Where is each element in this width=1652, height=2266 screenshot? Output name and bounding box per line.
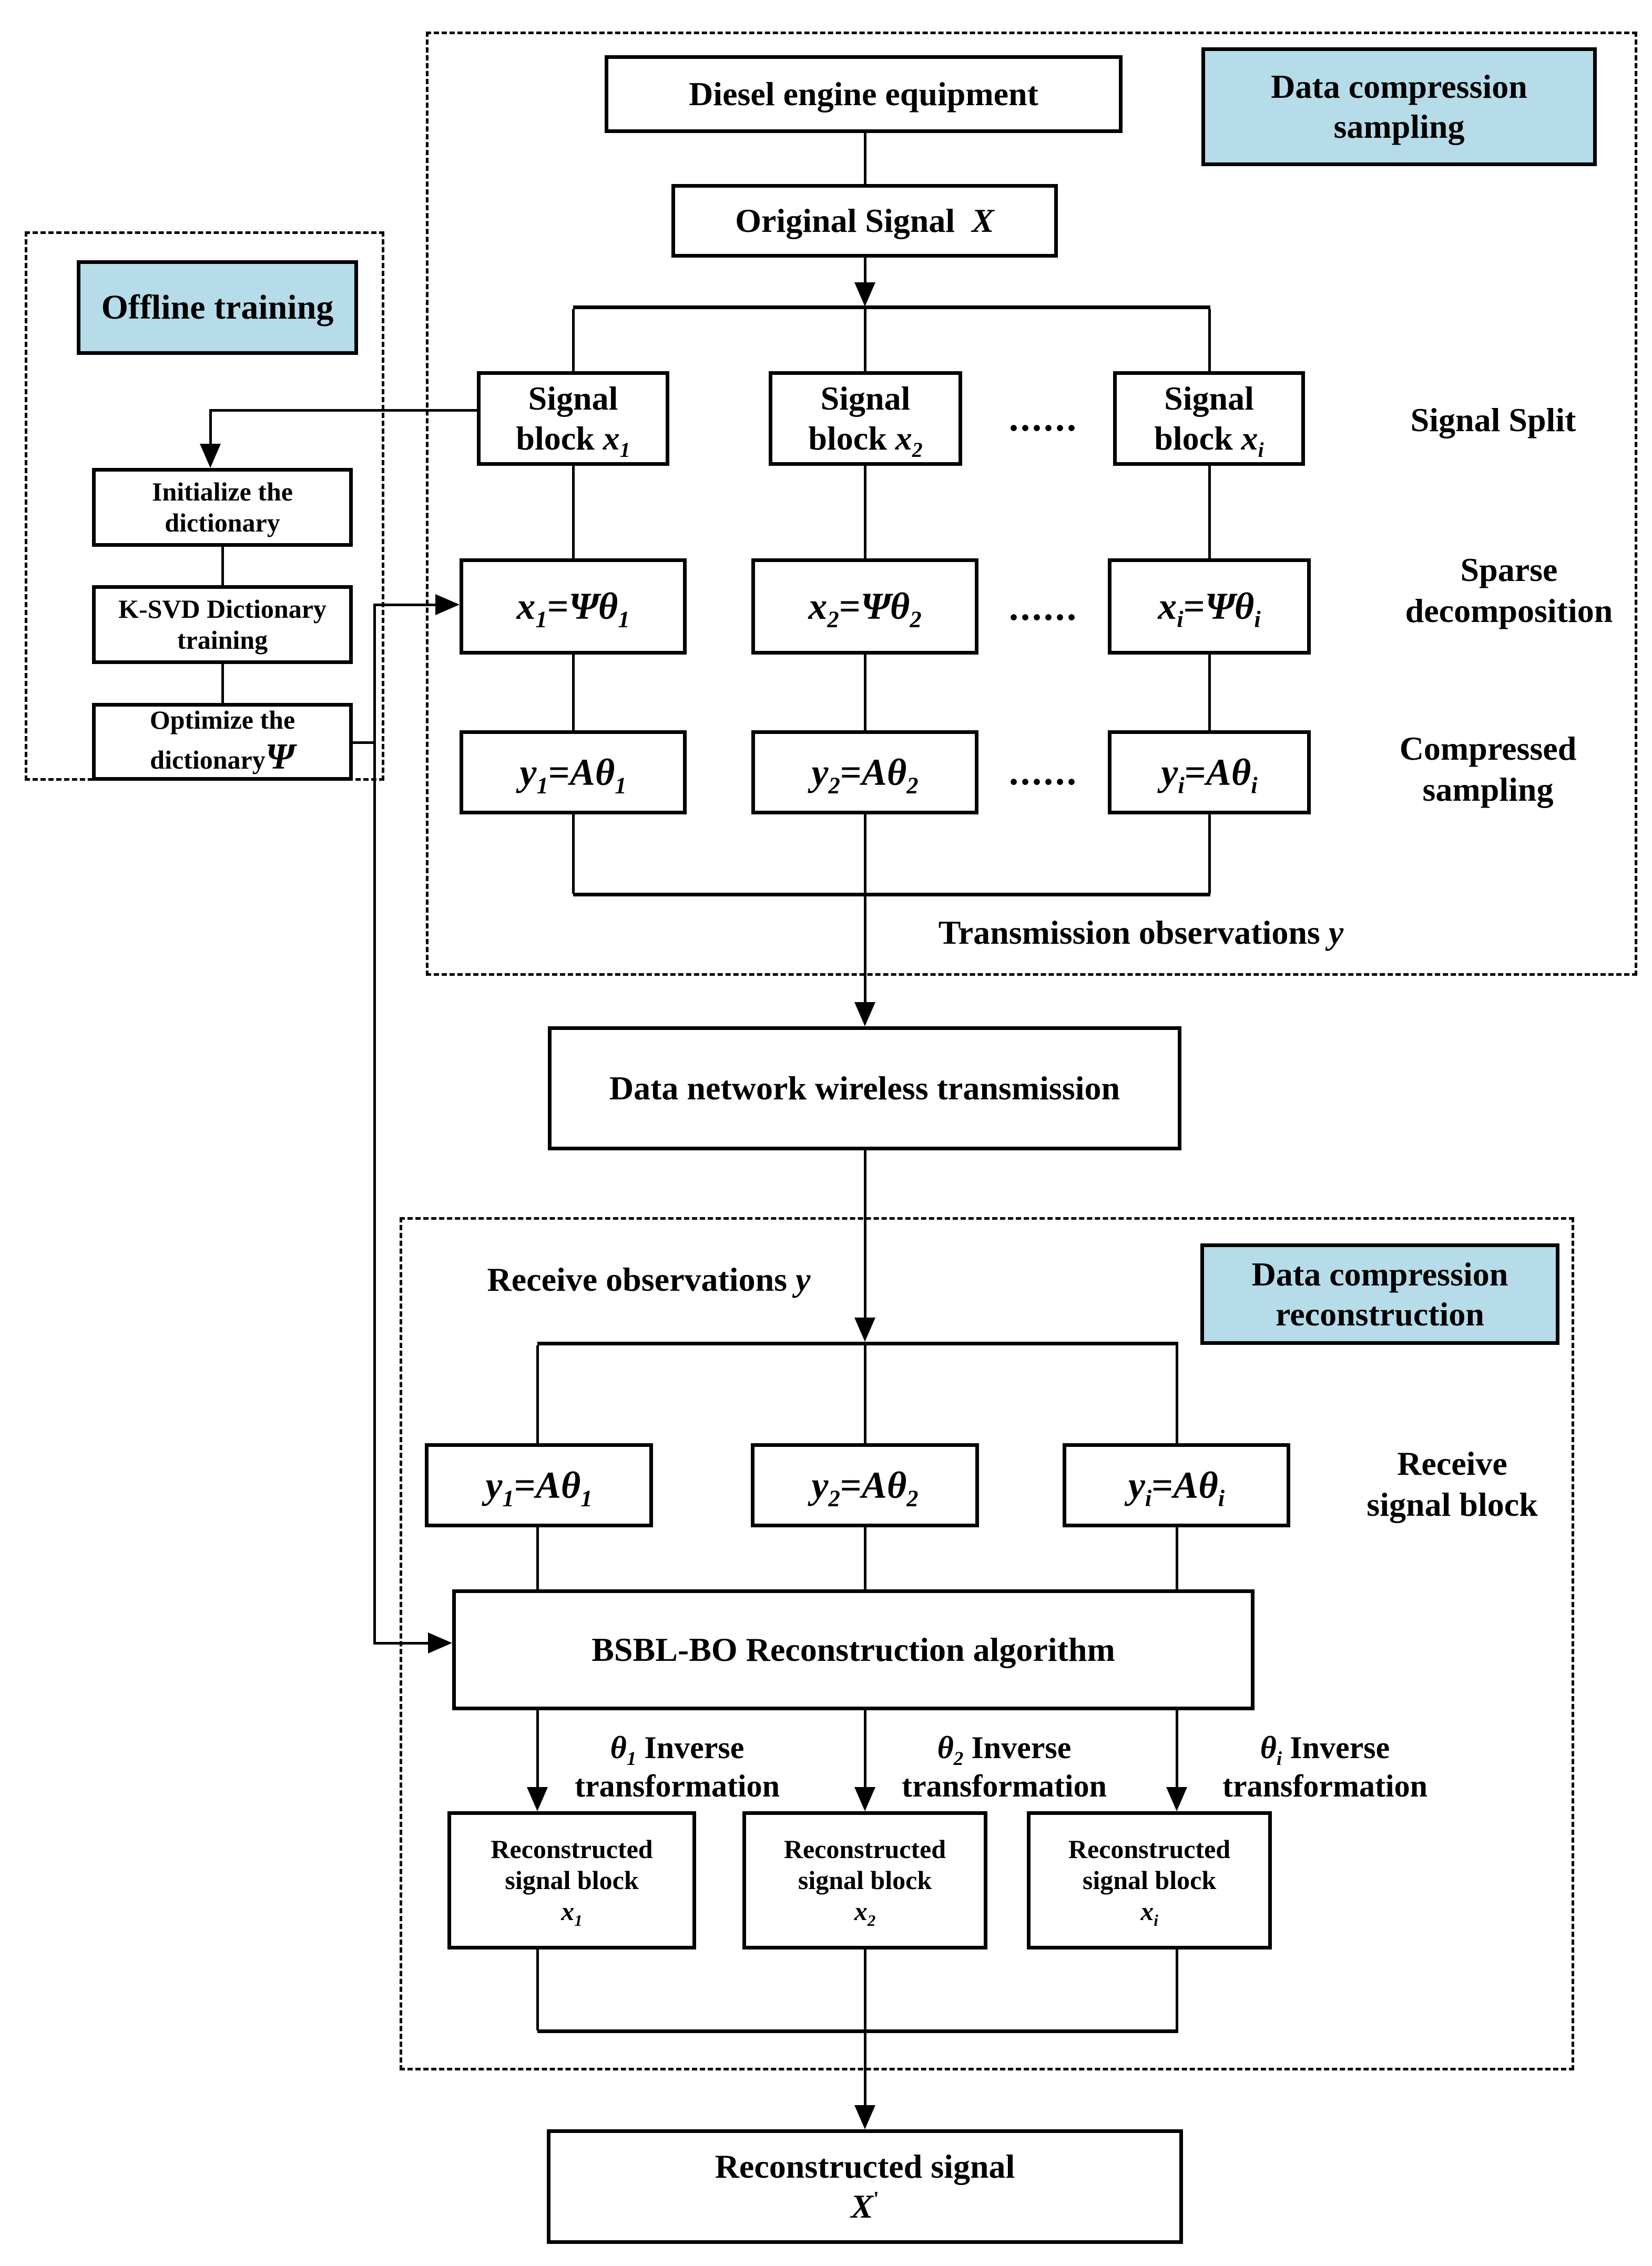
drop-c3 bbox=[1208, 309, 1211, 371]
feedback-sig1-offline-v bbox=[209, 409, 212, 445]
ellipsis-signal-row: ...... bbox=[1009, 397, 1078, 439]
optimize-dictionary-box: Optimize the dictionaryΨ bbox=[92, 703, 353, 781]
receive-observations-label: Receive observations y bbox=[487, 1261, 811, 1298]
bsbl-bo-algorithm-box: BSBL-BO Reconstruction algorithm bbox=[452, 1589, 1255, 1710]
bsbl-rb1 bbox=[536, 1710, 539, 1789]
sampling-section-frame bbox=[426, 32, 1637, 976]
mergebus-final bbox=[864, 2033, 866, 2107]
arrowhead-bsbl bbox=[428, 1632, 452, 1653]
arrowhead-final bbox=[854, 2105, 875, 2129]
arrowhead-rb1 bbox=[527, 1787, 548, 1811]
tag-data-compression-sampling: Data compression sampling bbox=[1201, 47, 1597, 166]
transmission-bus bbox=[573, 893, 1210, 896]
original-signal-box: Original Signal X bbox=[671, 184, 1058, 258]
dictionary-trunk bbox=[373, 604, 376, 1644]
reconstructed-block-x2-box: Reconstructed signal block x2 bbox=[742, 1811, 987, 1949]
compressed-y1-box: y1=Aθ1 bbox=[460, 730, 687, 814]
opt-trunk bbox=[353, 741, 375, 744]
tag-offline-training: Offline training bbox=[77, 260, 358, 355]
ksvd-opt bbox=[221, 664, 224, 703]
arrowhead-recvbus bbox=[854, 1318, 875, 1342]
ksvd-training-box: K-SVD Dictionary training bbox=[92, 585, 353, 664]
sparse2-comp2 bbox=[864, 655, 866, 730]
receive-signal-block-label: Receive signal block bbox=[1367, 1445, 1538, 1524]
rb1-mergebus bbox=[536, 1949, 539, 2030]
signal-split-label: Signal Split bbox=[1410, 401, 1576, 438]
recv2-bsbl bbox=[864, 1527, 866, 1589]
signal-block-x2-box: Signal block x2 bbox=[769, 371, 962, 466]
comp2-bus bbox=[864, 814, 866, 894]
receive-bus bbox=[537, 1342, 1178, 1345]
receive-y2-box: y2=Aθ2 bbox=[751, 1443, 979, 1527]
initialize-dictionary-box: Initialize the dictionary bbox=[92, 468, 353, 547]
bsbl-rb2 bbox=[864, 1710, 866, 1789]
receive-y1-box: y1=Aθ1 bbox=[425, 1443, 653, 1527]
init-ksvd bbox=[221, 547, 224, 585]
signal-block-xi-box: Signal block xi bbox=[1113, 371, 1305, 466]
reconstructed-block-x1-box: Reconstructed signal block x1 bbox=[447, 1811, 696, 1949]
rdrop-d1 bbox=[536, 1345, 539, 1443]
merge-bus bbox=[537, 2029, 1178, 2033]
connector-diesel-original bbox=[864, 133, 866, 184]
arrowhead-rb3 bbox=[1166, 1787, 1187, 1811]
sparsei-compi bbox=[1208, 655, 1211, 730]
arrowhead-splitbus bbox=[854, 282, 875, 307]
signal-block-x1-box: Signal block x1 bbox=[477, 371, 669, 466]
diesel-engine-equipment-box: Diesel engine equipment bbox=[605, 55, 1123, 133]
arrowhead-datanet bbox=[854, 1002, 875, 1026]
bsbl-rb3 bbox=[1176, 1710, 1178, 1789]
ellipsis-sparse-row: ...... bbox=[1009, 586, 1078, 628]
split-bus bbox=[573, 305, 1210, 309]
rb3-mergebus bbox=[1176, 1949, 1178, 2030]
trunk-sparse-h bbox=[373, 604, 436, 606]
sparse-x2-box: x2=Ψθ2 bbox=[751, 558, 978, 655]
arrowhead-initialize bbox=[200, 444, 221, 468]
rb2-mergebus bbox=[864, 1949, 866, 2030]
connector-original-splitbus bbox=[864, 258, 866, 284]
theta1-inverse-label: θ1 Inverse transformation bbox=[575, 1730, 780, 1804]
compressed-y2-box: y2=Aθ2 bbox=[751, 730, 978, 814]
comp1-bus bbox=[572, 814, 575, 894]
tag-data-compression-reconstruction: Data compression reconstruction bbox=[1200, 1243, 1559, 1345]
compressed-sampling-label: Compressed sampling bbox=[1399, 730, 1577, 809]
compressed-yi-box: yi=Aθi bbox=[1108, 730, 1311, 814]
arrowhead-rb2 bbox=[854, 1787, 875, 1811]
ellipsis-compressed-row: ...... bbox=[1009, 751, 1078, 793]
rdrop-d3 bbox=[1176, 1345, 1178, 1443]
sparse-xi-box: xi=Ψθi bbox=[1108, 558, 1311, 655]
rdrop-d2 bbox=[864, 1345, 866, 1443]
thetai-inverse-label: θi Inverse transformation bbox=[1222, 1730, 1427, 1804]
sigi-sparsei bbox=[1208, 466, 1211, 558]
trunk-bsbl-h bbox=[373, 1642, 429, 1645]
compi-bus bbox=[1208, 814, 1211, 894]
theta2-inverse-label: θ2 Inverse transformation bbox=[902, 1730, 1107, 1804]
sparse-decomposition-label: Sparse decomposition bbox=[1405, 551, 1613, 630]
drop-c1 bbox=[572, 309, 575, 371]
recvi-bsbl bbox=[1176, 1527, 1178, 1589]
sig2-sparse2 bbox=[864, 466, 866, 558]
data-network-wireless-transmission-box: Data network wireless transmission bbox=[548, 1026, 1181, 1150]
sparse1-comp1 bbox=[572, 655, 575, 730]
arrowhead-sparse1 bbox=[435, 594, 460, 615]
reconstructed-signal-output-box: Reconstructed signal X' bbox=[547, 2129, 1183, 2244]
bus-datanet bbox=[864, 896, 866, 1004]
reconstructed-block-xi-box: Reconstructed signal block xi bbox=[1027, 1811, 1272, 1949]
sig1-sparse1 bbox=[572, 466, 575, 558]
feedback-sig1-offline-h bbox=[210, 409, 477, 412]
recv1-bsbl bbox=[536, 1527, 539, 1589]
transmission-observations-label: Transmission observations y bbox=[938, 914, 1344, 951]
drop-c2 bbox=[864, 309, 866, 371]
receive-yi-box: yi=Aθi bbox=[1063, 1443, 1290, 1527]
sparse-x1-box: x1=Ψθ1 bbox=[460, 558, 687, 655]
datanet-recvbus bbox=[864, 1150, 866, 1320]
